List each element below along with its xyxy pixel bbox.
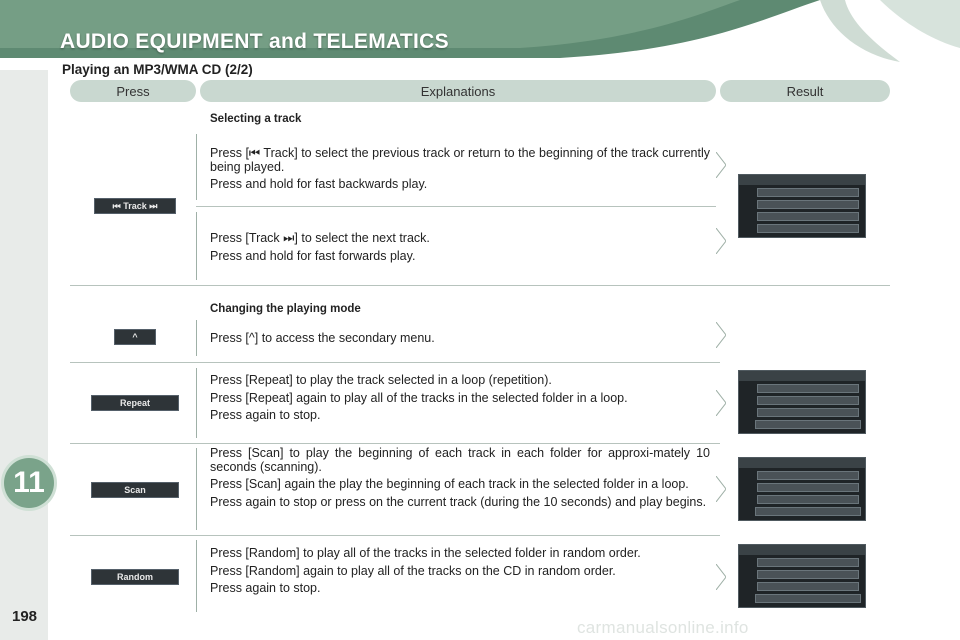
paragraph: Press [⏮ Track] to select the previous t… (210, 146, 710, 174)
divider-line (196, 540, 197, 612)
column-header-result: Result (720, 80, 890, 102)
section-title-track: Selecting a track (210, 113, 302, 125)
result-screen-scan (738, 457, 866, 521)
row-separator (70, 443, 720, 444)
repeat-button[interactable]: Repeat (91, 395, 179, 411)
column-header-press: Press (70, 80, 196, 102)
paragraph: Press again to stop. (210, 581, 321, 595)
paragraph: Press [Track ⏭] to select the next track… (210, 231, 430, 245)
page-title: AUDIO EQUIPMENT and TELEMATICS (60, 30, 449, 53)
paragraph: Press [Random] again to play all of the … (210, 563, 616, 578)
paragraph: Press [Scan] to play the beginning of ea… (210, 446, 710, 474)
divider-line (196, 448, 197, 530)
divider-line (196, 368, 197, 438)
paragraph: Press [Repeat] to play the track selecte… (210, 373, 552, 387)
section-separator (70, 285, 890, 286)
column-header-explanations: Explanations (200, 80, 716, 102)
section-subtitle: Playing an MP3/WMA CD (2/2) (62, 62, 253, 77)
chevron-right-icon (716, 564, 726, 590)
paragraph: Press [Random] to play all of the tracks… (210, 546, 641, 560)
scan-button[interactable]: Scan (91, 482, 179, 498)
random-text: Press [Random] to play all of the tracks… (210, 546, 710, 600)
result-screen-track (738, 174, 866, 238)
paragraph: Press [^] to access the secondary menu. (210, 331, 435, 345)
up-text: Press [^] to access the secondary menu. (210, 331, 710, 350)
random-button[interactable]: Random (91, 569, 179, 585)
row-separator (70, 535, 720, 536)
up-button[interactable]: ^ (114, 329, 156, 345)
left-margin-strip (0, 70, 48, 640)
divider-line (196, 320, 197, 356)
chevron-right-icon (716, 476, 726, 502)
chapter-tab: 11 (4, 458, 54, 508)
divider-line (196, 212, 197, 280)
divider-line (196, 134, 197, 200)
scan-text: Press [Scan] to play the beginning of ea… (210, 446, 710, 513)
paragraph: Press and hold for fast forwards play. (210, 248, 416, 263)
track-prev-text: Press [⏮ Track] to select the previous t… (210, 146, 710, 196)
paragraph: Press again to stop or press on the curr… (210, 494, 707, 509)
row-separator (70, 362, 720, 363)
chevron-right-icon (716, 322, 726, 348)
track-button[interactable]: ⏮ Track ⏭ (94, 198, 176, 214)
header-banner (0, 0, 960, 70)
track-next-text: Press [Track ⏭] to select the next track… (210, 231, 710, 267)
paragraph: Press [Scan] again the play the beginnin… (210, 477, 689, 491)
section-title-mode: Changing the playing mode (210, 303, 361, 315)
watermark: carmanualsonline.info (577, 618, 749, 637)
paragraph: Press again to stop. (210, 408, 321, 422)
repeat-text: Press [Repeat] to play the track selecte… (210, 373, 710, 427)
row-separator (196, 206, 716, 207)
chevron-right-icon (716, 390, 726, 416)
paragraph: Press and hold for fast backwards play. (210, 177, 428, 191)
result-screen-repeat (738, 370, 866, 434)
result-screen-random (738, 544, 866, 608)
paragraph: Press [Repeat] again to play all of the … (210, 390, 628, 405)
chevron-right-icon (716, 228, 726, 254)
page-number: 198 (12, 608, 38, 625)
chevron-right-icon (716, 152, 726, 178)
